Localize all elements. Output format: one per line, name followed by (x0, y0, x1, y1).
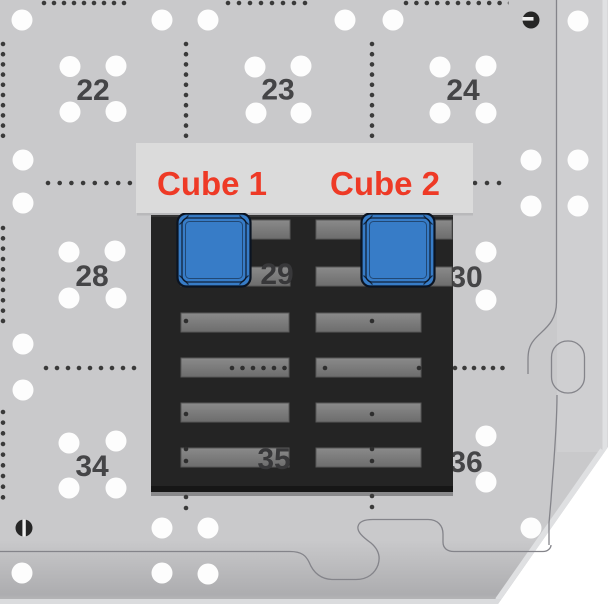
cell-label-23: 23 (261, 74, 294, 107)
cell-label-22: 22 (76, 74, 109, 107)
grid-dotted-lines (0, 0, 515, 511)
cell-label-30: 30 (449, 261, 482, 294)
cell-label-34: 34 (75, 450, 109, 483)
cube-1-label: Cube 1 (157, 165, 267, 202)
cube-1-chamfer-lines (179, 215, 249, 285)
cube-2-label: Cube 2 (330, 165, 440, 202)
cube-1[interactable] (176, 212, 252, 288)
edge-groove-line (527, 0, 558, 374)
edge-slot-cutout (550, 340, 586, 394)
label-banner: Cube 1 Cube 2 (136, 143, 473, 216)
cell-label-24: 24 (446, 74, 480, 107)
mounting-holes (11, 9, 589, 585)
orientation-mark-top-right (522, 11, 540, 29)
pallet-slot-dots (183, 318, 422, 464)
cell-label-35: 35 (257, 443, 290, 476)
orientation-mark-bottom-left (15, 519, 33, 537)
banner-background (136, 143, 473, 213)
cell-label-28: 28 (75, 260, 108, 293)
below-pallet-dots (183, 493, 375, 511)
jigsaw-parting-line (0, 518, 552, 581)
cube-2[interactable] (360, 212, 436, 288)
plate-contour-lines (0, 0, 586, 581)
cell-label-29: 29 (260, 258, 293, 291)
cell-label-36: 36 (449, 446, 482, 479)
cube-2-chamfer-lines (363, 215, 433, 285)
edge-groove-line-lower (548, 394, 558, 545)
